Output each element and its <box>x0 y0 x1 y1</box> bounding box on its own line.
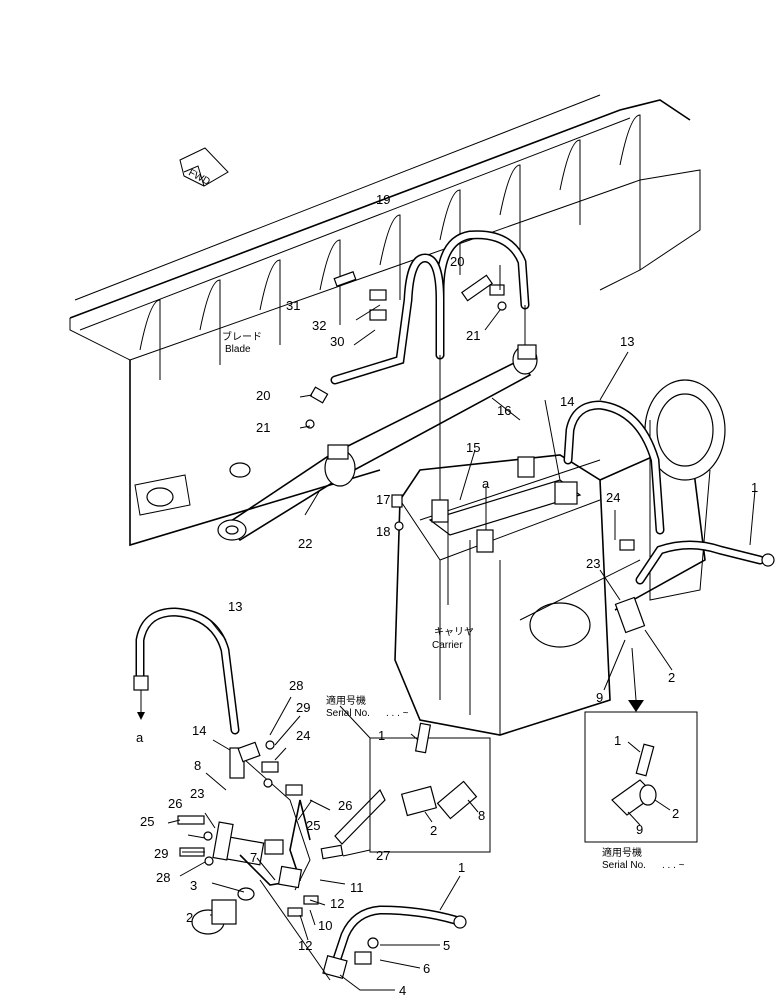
callout-8-inset: 8 <box>478 808 485 823</box>
hose-19-loop <box>435 230 530 360</box>
leader-lines-top <box>299 265 756 691</box>
callout-2-inset2: 2 <box>672 806 679 821</box>
view-mark-a-top: a <box>482 476 490 491</box>
serial-dots: . . . ~ <box>386 708 409 719</box>
blade-assembly <box>69 94 701 547</box>
callout-25-right: 25 <box>306 818 320 833</box>
serial-en: Serial No. <box>326 708 370 719</box>
callout-32: 32 <box>312 318 326 333</box>
callout-23-bottom: 23 <box>190 786 204 801</box>
callout-2-right: 2 <box>668 670 675 685</box>
callout-17: 17 <box>376 492 390 507</box>
callout-12-a: 12 <box>330 896 344 911</box>
callout-19: 19 <box>376 192 390 207</box>
callout-7: 7 <box>250 850 257 865</box>
carrier-label-jp: キャリヤ <box>434 627 474 638</box>
hose-1-bottom <box>322 905 467 980</box>
callout-29-top: 29 <box>296 700 310 715</box>
serial-jp: 適用号機 <box>326 694 366 707</box>
callout-14-bottom: 14 <box>192 723 206 738</box>
callout-15: 15 <box>466 440 480 455</box>
callout-26-left: 26 <box>168 796 182 811</box>
serial-inset-1 <box>339 705 491 853</box>
callout-27: 27 <box>376 848 390 863</box>
serial2-jp: 適用号機 <box>602 846 642 859</box>
callout-1-right: 1 <box>751 480 758 495</box>
callout-13-bottom: 13 <box>228 599 242 614</box>
hose-13-top <box>563 400 665 535</box>
serial-arrow <box>628 647 644 712</box>
hose-30-loop <box>330 253 445 385</box>
callout-1-inset: 1 <box>378 728 385 743</box>
callout-14-top: 14 <box>560 394 574 409</box>
hose-1-top <box>635 540 775 585</box>
callout-11: 11 <box>350 880 364 895</box>
callout-9-inset2: 9 <box>636 822 643 837</box>
callout-numbers: 1 13 14 15 16 17 18 19 20 20 21 21 22 23… <box>140 192 758 998</box>
hose-13-bottom <box>133 607 240 735</box>
callout-28-top: 28 <box>289 678 303 693</box>
callout-21-top: 21 <box>466 328 480 343</box>
fwd-direction-tag: FWD <box>179 147 229 188</box>
callout-30: 30 <box>330 334 344 349</box>
callout-20-top: 20 <box>450 254 464 269</box>
carrier-frame <box>394 379 726 736</box>
callout-12-b: 12 <box>298 938 312 953</box>
callout-5: 5 <box>443 938 450 953</box>
blade-label-en: Blade <box>225 344 251 355</box>
callout-28-left: 28 <box>156 870 170 885</box>
serial-inset-2 <box>584 711 698 843</box>
callout-13-top: 13 <box>620 334 634 349</box>
callout-6: 6 <box>423 961 430 976</box>
fwd-tag-text: FWD <box>186 167 211 187</box>
callout-22: 22 <box>298 536 312 551</box>
leader-lines-bottom <box>167 619 461 991</box>
callout-3: 3 <box>190 878 197 893</box>
callout-1-inset2: 1 <box>614 733 621 748</box>
callout-16: 16 <box>497 403 511 418</box>
callout-31: 31 <box>286 298 300 313</box>
blade-label-jp: ブレード <box>222 330 262 343</box>
callout-24-bottom: 24 <box>296 728 310 743</box>
serial2-en: Serial No. <box>602 860 646 871</box>
callout-25-left: 25 <box>140 814 154 829</box>
callout-21-left: 21 <box>256 420 270 435</box>
callout-29-left: 29 <box>154 846 168 861</box>
callout-2-inset: 2 <box>430 823 437 838</box>
callout-9-right: 9 <box>596 690 603 705</box>
serial2-dots: . . . ~ <box>662 860 685 871</box>
callout-18: 18 <box>376 524 390 539</box>
fitting-assembly-bottom <box>177 740 386 935</box>
callout-4: 4 <box>399 983 406 998</box>
callout-26-right: 26 <box>338 798 352 813</box>
callout-10: 10 <box>318 918 332 933</box>
callout-23-top: 23 <box>586 556 600 571</box>
callout-24-top: 24 <box>606 490 620 505</box>
view-mark-a-bottom: a <box>136 730 144 745</box>
carrier-label-en: Carrier <box>432 640 463 651</box>
callout-20-left: 20 <box>256 388 270 403</box>
callout-8-left: 8 <box>194 758 201 773</box>
callout-2-left: 2 <box>186 910 193 925</box>
callout-1-bottom: 1 <box>458 860 465 875</box>
